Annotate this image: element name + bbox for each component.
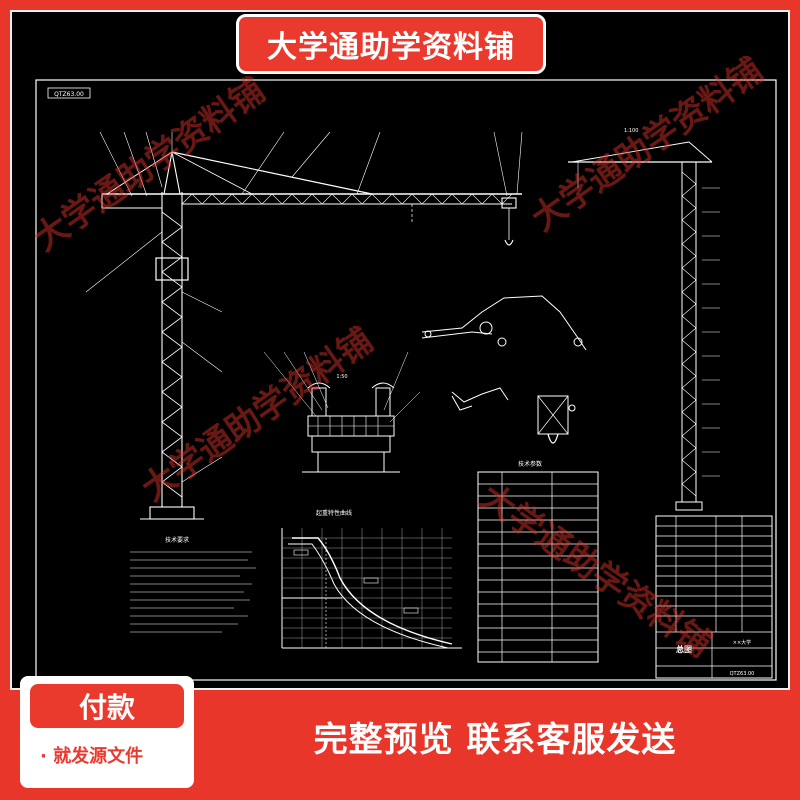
table-title: 技术参数 [518, 460, 542, 468]
load-curve-chart: 起重特性曲线 [281, 509, 462, 649]
top-left-code-box [47, 87, 91, 99]
payment-subtitle: · 就发源文件 [40, 746, 144, 767]
payment-badge: 付款 · 就发源文件 [20, 676, 194, 788]
cad-drawing-canvas: QTZ63.00 [10, 10, 790, 690]
title-block: 总图 ××大学 QTZ63.00 [655, 515, 773, 679]
shop-name-text: 大学通助学资料铺 [267, 30, 515, 65]
top-left-code: QTZ63.00 [54, 91, 84, 98]
notes-title: 技术要求 [165, 536, 189, 544]
shop-name-banner: 大学通助学资料铺 [236, 14, 546, 74]
title-block-school: ××大学 [733, 639, 751, 646]
payment-title: 付款 [30, 684, 184, 728]
main-tower-crane [85, 131, 523, 520]
scale-label-a: 1:50 [336, 374, 347, 380]
side-elevation: 1:100 [568, 128, 720, 511]
parameter-table: 技术参数 [477, 460, 599, 663]
chart-title: 起重特性曲线 [316, 509, 352, 517]
technical-notes: 技术要求 [130, 536, 256, 633]
title-block-name: 总图 [676, 644, 692, 654]
hoist-diagrams [421, 295, 587, 444]
crane-drawing-svg: QTZ63.00 [35, 79, 777, 681]
drawing-border [35, 79, 777, 681]
climbing-frame-detail: 1:50 [263, 351, 421, 473]
scale-label-b: 1:100 [624, 128, 638, 134]
sheet-code: QTZ63.00 [730, 671, 755, 677]
footer-contact-text: 完整预览 联系客服发送 [313, 720, 677, 760]
